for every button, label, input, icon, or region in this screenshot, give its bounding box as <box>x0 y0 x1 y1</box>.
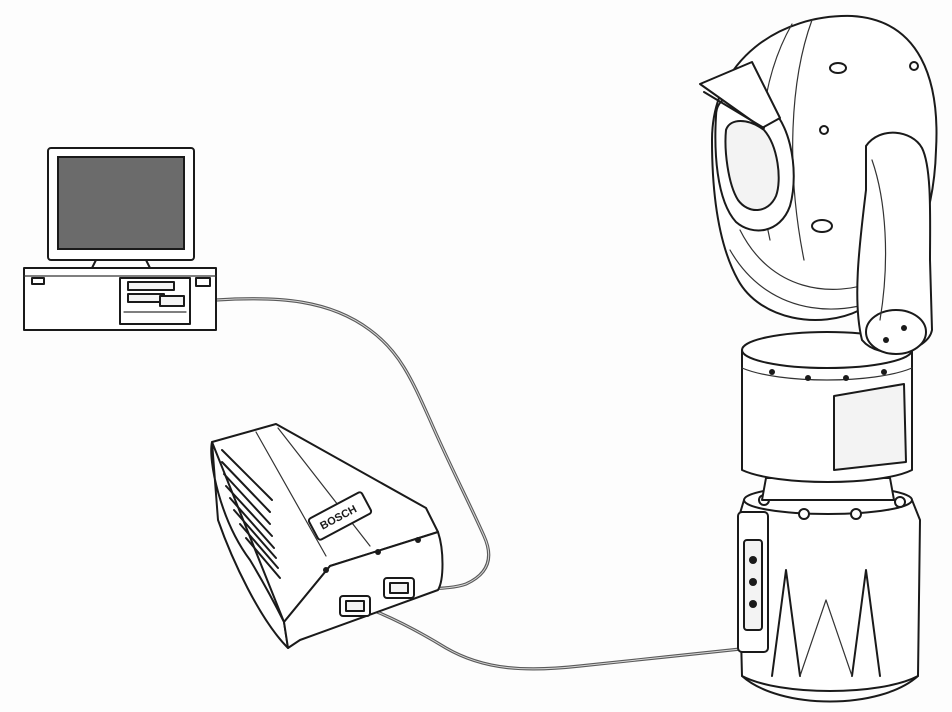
desktop-case <box>23 267 217 331</box>
cable-computer-to-injector <box>214 297 491 594</box>
cable-injector-to-camera <box>354 602 752 671</box>
vent-slots <box>221 449 281 579</box>
ethernet-port-out <box>383 577 415 599</box>
power-over-ethernet-injector-icon: BOSCH <box>210 423 444 649</box>
camera-tilt-arm <box>856 131 933 355</box>
monitor <box>47 147 195 269</box>
camera-base <box>737 485 921 703</box>
ptz-dome-camera-icon <box>699 14 938 703</box>
monitor-screen <box>57 156 185 250</box>
computer-workstation-icon <box>23 147 217 331</box>
camera-pan-housing <box>741 331 913 483</box>
ethernet-port-in <box>339 595 371 617</box>
